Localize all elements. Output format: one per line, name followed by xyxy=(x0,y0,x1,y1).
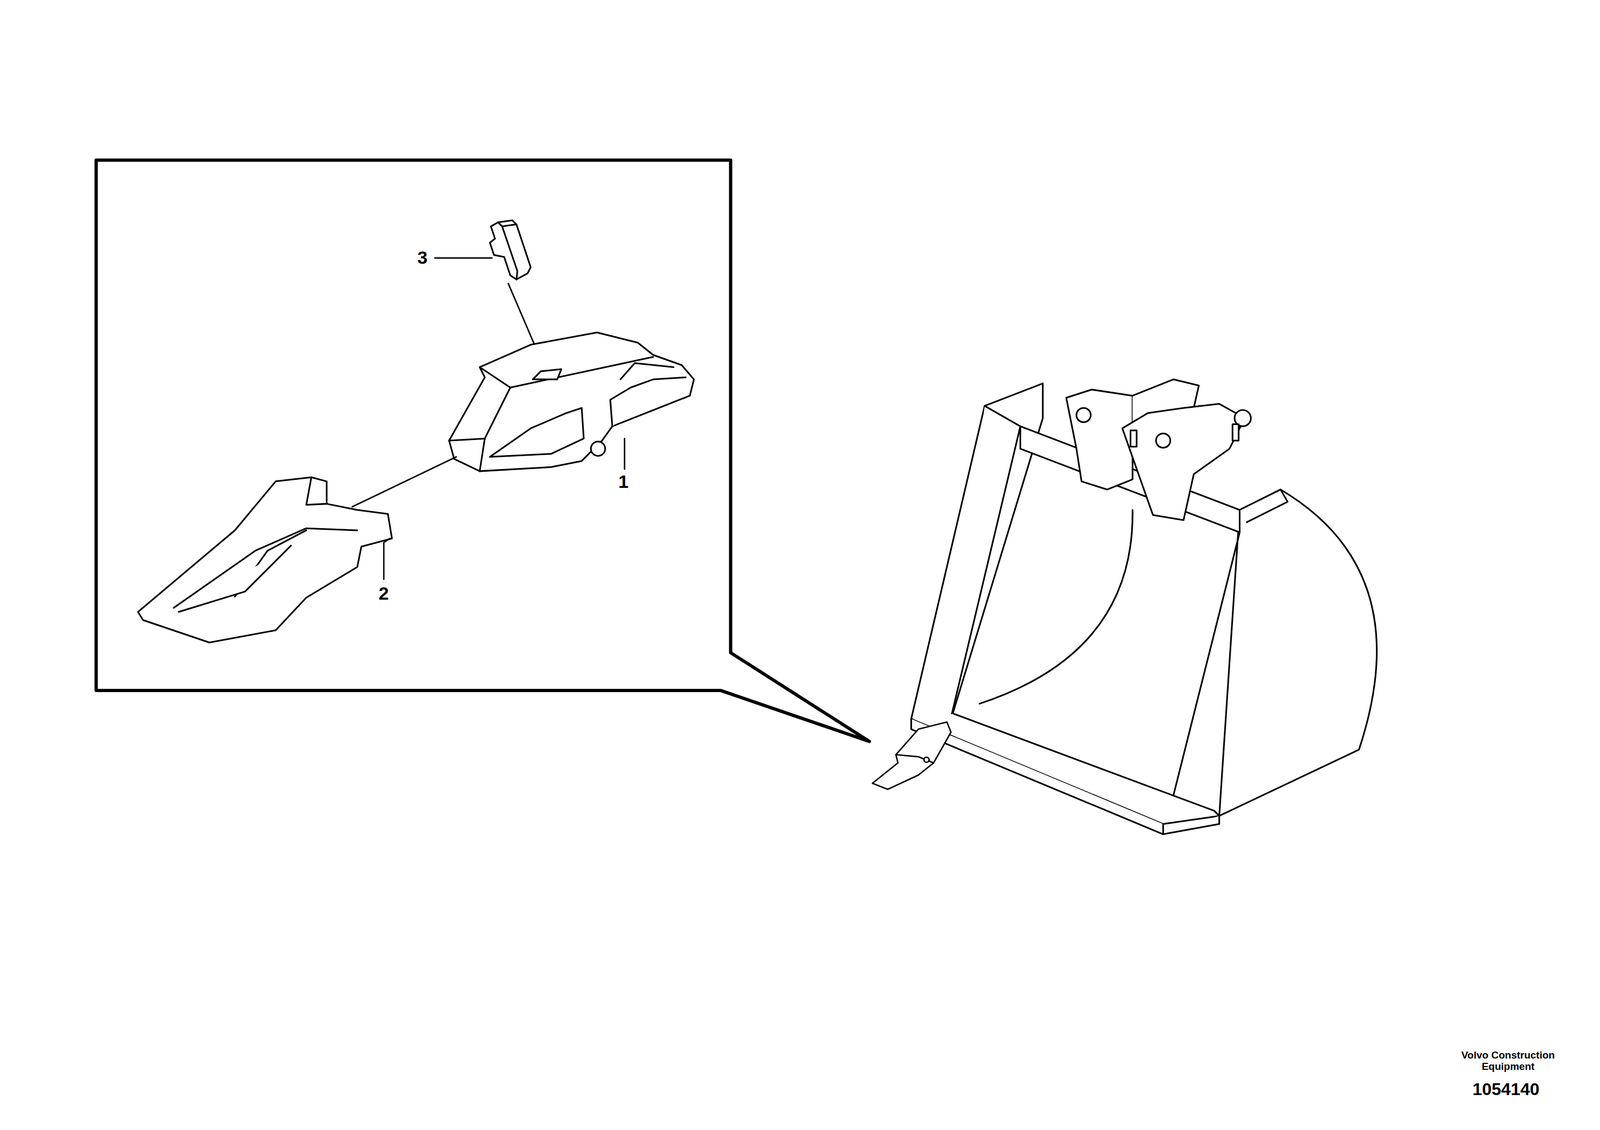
tooth xyxy=(138,477,393,643)
retainer xyxy=(490,220,532,280)
adapter xyxy=(449,332,695,472)
drawing-number: 1054140 xyxy=(1472,1080,1540,1100)
callout-number: 3 xyxy=(417,247,428,268)
leader-line xyxy=(383,538,390,580)
bucket-tooth xyxy=(872,722,951,790)
bucket xyxy=(910,379,1377,835)
leader-line xyxy=(434,257,492,260)
inset-frame xyxy=(96,160,870,742)
callout-number: 2 xyxy=(378,583,390,604)
leader-line xyxy=(623,438,626,470)
company-name: Volvo Construction Equipment xyxy=(1454,1050,1562,1073)
callout-number: 1 xyxy=(618,471,629,492)
